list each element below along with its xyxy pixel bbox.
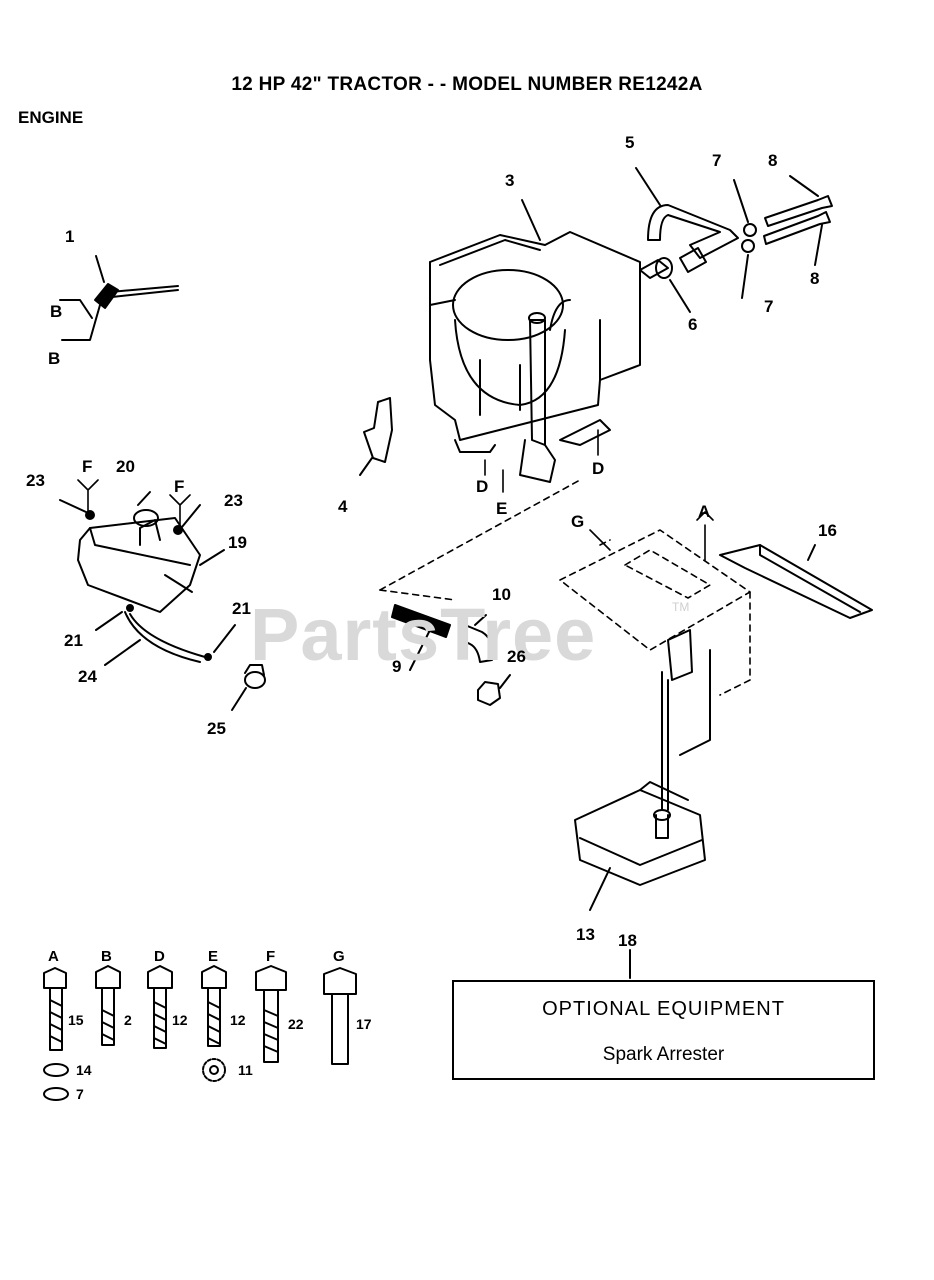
muffler-bracket[interactable]: [661, 629, 711, 811]
callout-23-left[interactable]: 23: [26, 471, 45, 490]
fastener-ref-e: E: [496, 499, 508, 518]
callout-8-top[interactable]: 8: [768, 151, 778, 170]
hardware-letter-f: F: [266, 948, 276, 965]
fastener-ref-d-left: D: [476, 477, 489, 496]
callout-13[interactable]: 13: [576, 925, 595, 944]
callout-3[interactable]: 3: [505, 171, 515, 190]
callout-6[interactable]: 6: [688, 315, 698, 334]
fastener-ref-a: A: [698, 502, 711, 521]
letter-leaders: [77, 429, 714, 561]
callout-5[interactable]: 5: [625, 133, 635, 152]
callout-10[interactable]: 10: [492, 585, 511, 604]
fastener-ref-g: G: [571, 512, 585, 531]
fuel-tank[interactable]: [77, 517, 225, 613]
exhaust-pipe[interactable]: [635, 167, 739, 279]
hardware-washer-14[interactable]: 14: [76, 1062, 92, 1078]
callout-25[interactable]: 25: [207, 719, 226, 738]
drain-plug[interactable]: [477, 674, 511, 706]
fastener-ref-f-left: F: [82, 457, 93, 476]
callout-21-left[interactable]: 21: [64, 631, 83, 650]
fastener-ref-d-right: D: [592, 459, 605, 478]
hardware-part-d[interactable]: 12: [172, 1012, 188, 1028]
exhaust-nut[interactable]: [655, 247, 707, 313]
callout-1[interactable]: 1: [65, 227, 75, 246]
callout-9[interactable]: 9: [392, 657, 402, 676]
fuel-line[interactable]: [59, 499, 236, 666]
fastener-ref-f-right: F: [174, 477, 185, 496]
spark-arrester-label: Spark Arrester: [602, 1044, 725, 1065]
callout-26[interactable]: 26: [507, 647, 526, 666]
hardware-part-a[interactable]: 15: [68, 1012, 84, 1028]
hardware-letter-g: G: [333, 948, 345, 965]
hardware-part-b[interactable]: 2: [124, 1012, 132, 1028]
fuel-fitting[interactable]: [231, 664, 266, 711]
callout-8-bottom[interactable]: 8: [810, 269, 820, 288]
section-label: ENGINE: [18, 108, 84, 127]
callout-18[interactable]: 18: [618, 931, 637, 950]
hardware-letter-e: E: [208, 948, 219, 965]
hardware-part-f[interactable]: 22: [288, 1016, 304, 1032]
exhaust-nipple[interactable]: [391, 604, 451, 671]
exhaust-elbow[interactable]: [461, 614, 494, 663]
page-title: 12 HP 42" TRACTOR - - MODEL NUMBER RE124…: [231, 74, 703, 95]
callout-21-right[interactable]: 21: [232, 599, 251, 618]
hardware-part-g[interactable]: 17: [356, 1016, 372, 1032]
callout-24[interactable]: 24: [78, 667, 97, 686]
muffler[interactable]: [574, 781, 706, 911]
fastener-ref-b-top: B: [50, 302, 63, 321]
callout-4[interactable]: 4: [338, 497, 348, 516]
hardware-part-e[interactable]: 12: [230, 1012, 246, 1028]
throttle-control-cable[interactable]: [59, 255, 179, 341]
optional-equipment-box[interactable]: OPTIONAL EQUIPMENT Spark Arrester: [452, 980, 875, 1080]
engine-assembly[interactable]: [429, 199, 641, 483]
callout-23-right[interactable]: 23: [224, 491, 243, 510]
callout-19[interactable]: 19: [228, 533, 247, 552]
chassis-outline: [379, 479, 751, 696]
hardware-letter-d: D: [154, 948, 165, 965]
callout-20[interactable]: 20: [116, 457, 135, 476]
hardware-washer-7[interactable]: 7: [76, 1086, 84, 1102]
callout-16[interactable]: 16: [818, 521, 837, 540]
callout-7-bottom[interactable]: 7: [764, 297, 774, 316]
optional-equipment-title: OPTIONAL EQUIPMENT: [542, 998, 785, 1020]
watermark-text: PartsTree: [250, 593, 597, 676]
bracket[interactable]: [359, 397, 393, 476]
callout-7-top[interactable]: 7: [712, 151, 722, 170]
fuel-cap[interactable]: [133, 491, 159, 527]
fastener-ref-b-bottom: B: [48, 349, 61, 368]
exhaust-bolts[interactable]: [733, 175, 833, 299]
hardware-letter-a: A: [48, 948, 59, 965]
hardware-washer-11[interactable]: 11: [238, 1062, 253, 1078]
heat-shield[interactable]: [719, 544, 873, 619]
watermark-trademark: TM: [672, 600, 690, 614]
hardware-bolts[interactable]: [43, 965, 357, 1101]
hardware-letter-b: B: [101, 948, 112, 965]
